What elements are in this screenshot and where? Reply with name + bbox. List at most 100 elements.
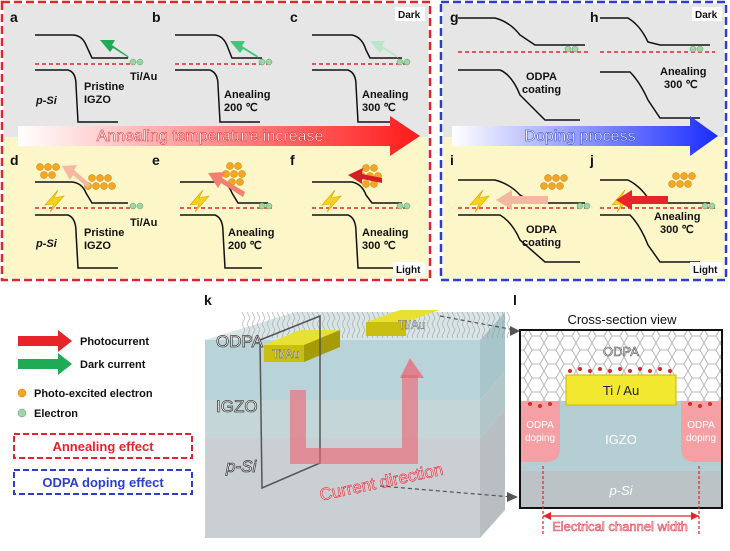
- dark-tag-bg-c: [395, 7, 425, 21]
- panel-letters: a b c d e f g h i j: [10, 9, 599, 168]
- dark-arrow-a: [100, 40, 129, 58]
- doping-arrow: Doping process: [452, 116, 718, 156]
- device-tiau-2: Ti/Au: [398, 318, 426, 332]
- g-note2: coating: [522, 84, 561, 96]
- device-3d: k ODPA IGZO p-Si Ti/Au Ti/Au Current dir…: [204, 292, 520, 538]
- cross-igzo: IGZO: [605, 432, 637, 447]
- h-note1: Anealing: [660, 66, 706, 78]
- legend-odpa-box: [13, 469, 193, 495]
- panel-letter-a: a: [10, 9, 18, 25]
- photo-arrow-f: [348, 168, 382, 184]
- cross-width: Electrical channel width: [552, 519, 688, 534]
- photo-arrow-i: [496, 190, 548, 210]
- photocurrent-arrows: [62, 165, 668, 210]
- panel-letter-h: h: [590, 9, 599, 25]
- dark-arrow-b: [230, 41, 258, 58]
- a-note1: Pristine: [84, 81, 124, 93]
- doping-arrow-label: Doping process: [524, 128, 635, 145]
- band-f: [312, 181, 410, 269]
- device-odpa-label: ODPA: [216, 332, 264, 351]
- legend-annealing-effect: Annealing effect: [52, 439, 154, 454]
- legend-electron: Electron: [34, 408, 78, 420]
- electron-dots: [129, 45, 716, 210]
- j-note1: Anealing: [654, 211, 700, 223]
- band-h: [600, 17, 715, 119]
- band-c: [312, 34, 410, 123]
- panel-letter-e: e: [152, 152, 160, 168]
- c-note2: 300 ℃: [362, 102, 396, 114]
- d-note2: IGZO: [84, 240, 111, 252]
- legend-photo-electron-icon: [17, 388, 27, 398]
- cross-doping-left-2: doping: [525, 433, 555, 444]
- c-corner: Dark: [398, 10, 421, 21]
- cross-doping-right-2: doping: [686, 433, 716, 444]
- f-note2: 300 ℃: [362, 240, 396, 252]
- i-note1: ODPA: [526, 224, 557, 236]
- d-left: p-Si: [35, 238, 58, 250]
- d-note1: Pristine: [84, 227, 124, 239]
- legend-odpa-effect: ODPA doping effect: [42, 475, 164, 490]
- device-psi-label: p-Si: [225, 457, 257, 476]
- panel-letter-i: i: [450, 152, 454, 168]
- band-g: [458, 17, 590, 121]
- legend-dark-current: Dark current: [80, 359, 146, 371]
- f-note1: Anealing: [362, 227, 408, 239]
- photo-arrow-e: [208, 172, 245, 197]
- annealing-arrow-label: Annealing temperature increase: [97, 128, 324, 145]
- legend-dark-arrow: [18, 353, 72, 375]
- panel-letter-d: d: [10, 152, 19, 168]
- j-note2: 300 ℃: [660, 224, 694, 236]
- band-i: [458, 179, 590, 263]
- cross-tiau: Ti / Au: [603, 383, 639, 398]
- a-note2: IGZO: [84, 94, 111, 106]
- doping-light-background: [443, 137, 724, 278]
- photo-arrow-d: [62, 165, 90, 188]
- doping-frame: [439, 0, 728, 282]
- dark-arrow-c: [370, 41, 398, 58]
- j-corner: Light: [693, 265, 718, 276]
- panel-annotations: Pristine IGZO Ti/Au p-Si Anealing 200 ℃ …: [35, 7, 722, 276]
- panel-letter-f: f: [290, 152, 295, 168]
- a-side: Ti/Au: [130, 71, 157, 83]
- i-note2: coating: [522, 237, 561, 249]
- band-b: [175, 34, 270, 123]
- panel-letter-c: c: [290, 9, 298, 25]
- panel-letter-l: l: [513, 292, 517, 308]
- photo-electron-dots: [36, 162, 696, 190]
- cross-title: Cross-section view: [567, 312, 677, 327]
- light-tag-bg-j: [690, 262, 722, 276]
- legend-photocurrent-arrow: [18, 330, 72, 352]
- panel-letter-k: k: [204, 292, 212, 308]
- cross-odpa: ODPA: [603, 344, 639, 359]
- cross-doping-left-1: ODPA: [526, 420, 554, 431]
- c-note1: Anealing: [362, 89, 408, 101]
- panel-letter-b: b: [152, 9, 161, 25]
- panel-letter-g: g: [450, 9, 459, 25]
- legend-electron-icon: [17, 408, 27, 418]
- light-tag-bg-f: [393, 262, 425, 276]
- panel-letter-j: j: [589, 152, 594, 168]
- legend-photo-electron: Photo-excited electron: [34, 388, 153, 400]
- annealing-arrow: Annealing temperature increase: [18, 116, 420, 156]
- device-igzo-label: IGZO: [216, 397, 258, 416]
- photo-arrow-j: [616, 190, 668, 210]
- dark-tag-bg-h: [692, 7, 722, 21]
- legend-photocurrent: Photocurrent: [80, 336, 149, 348]
- h-note2: 300 ℃: [664, 79, 698, 91]
- d-side: Ti/Au: [130, 217, 157, 229]
- e-note1: Anealing: [228, 227, 274, 239]
- cross-doping-right-1: ODPA: [687, 420, 715, 431]
- a-left: p-Si: [35, 95, 58, 107]
- cross-section: l Cross-section view ODPA Ti / Au ODPA d…: [513, 292, 723, 534]
- band-a: [35, 34, 135, 123]
- h-corner: Dark: [695, 10, 718, 21]
- b-note2: 200 ℃: [224, 102, 258, 114]
- cross-psi: p-Si: [608, 483, 633, 498]
- f-corner: Light: [396, 265, 421, 276]
- b-note1: Anealing: [224, 89, 270, 101]
- legend: Photocurrent Dark current Photo-excited …: [13, 330, 193, 495]
- g-note1: ODPA: [526, 71, 557, 83]
- dark-current-arrows: [100, 40, 398, 58]
